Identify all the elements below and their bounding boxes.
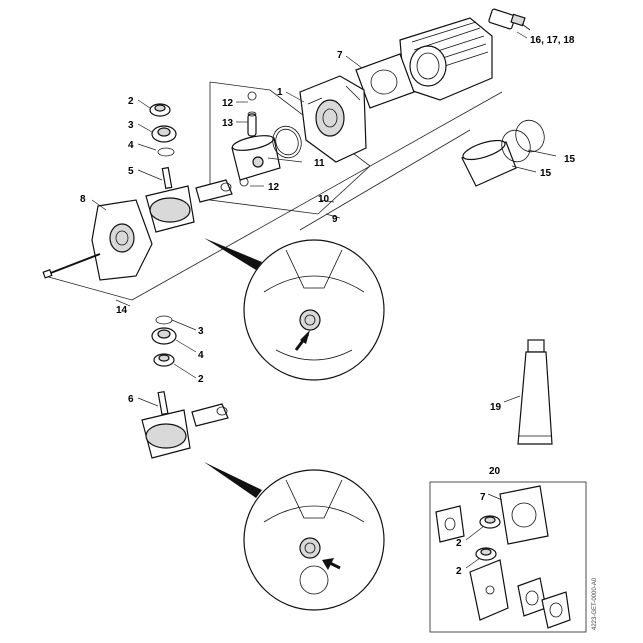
detail-magnifier-top <box>204 238 385 381</box>
drawing-code: 4223-GET-0000-A0 <box>592 577 598 630</box>
label-2-kit-a: 2 <box>456 538 462 549</box>
label-7-kit: 7 <box>480 492 486 503</box>
label-12-bottom: 12 <box>268 182 280 193</box>
label-19: 19 <box>490 402 502 413</box>
cylinder <box>399 17 493 101</box>
label-4-mid: 4 <box>198 350 204 361</box>
crankcase-half <box>91 199 153 281</box>
label-13: 13 <box>222 118 234 129</box>
cylinder-gasket <box>355 53 415 109</box>
label-20: 20 <box>489 466 501 477</box>
label-3-top: 3 <box>128 120 134 131</box>
piston-right <box>461 139 517 187</box>
label-1: 1 <box>277 87 283 98</box>
ring-3-mid <box>155 315 173 325</box>
gasket-set-seal-b <box>475 547 497 561</box>
sealant-tube <box>517 339 553 445</box>
crankshaft-top <box>145 166 233 233</box>
label-7-top: 7 <box>337 50 343 61</box>
part-labels: 16, 17, 18 7 1 2 3 4 5 12 13 11 12 10 9 … <box>80 35 598 630</box>
gasket-set-plate <box>469 559 509 621</box>
label-8: 8 <box>80 194 86 205</box>
seal-2-mid <box>153 353 175 367</box>
label-9: 9 <box>332 214 338 225</box>
label-11: 11 <box>314 158 325 169</box>
gasket-set-small-gasket <box>435 505 465 543</box>
group-frames <box>44 81 503 301</box>
label-2-kit-b: 2 <box>456 566 462 577</box>
label-12-top: 12 <box>222 98 234 109</box>
label-3-mid: 3 <box>198 326 204 337</box>
seal-2-top <box>149 103 171 117</box>
crankshaft-bottom <box>141 390 229 459</box>
label-14: 14 <box>116 305 128 316</box>
bearing-4-mid <box>151 327 177 345</box>
bolt <box>42 253 101 279</box>
pin-clip-top <box>247 91 257 101</box>
gasket-set-cylinder-gasket <box>499 485 549 545</box>
leader-lines <box>91 31 557 569</box>
ring-4-top <box>157 147 175 157</box>
gasket-set-intake-gasket <box>517 577 571 629</box>
label-2-mid: 2 <box>198 374 204 385</box>
bearing-3-top <box>151 125 177 143</box>
gasket-set-seal-a <box>479 515 501 529</box>
piston-rings-right <box>501 119 545 163</box>
piston <box>231 135 281 181</box>
label-15-b: 15 <box>540 168 552 179</box>
label-6: 6 <box>128 394 134 405</box>
spark-plug <box>488 8 531 31</box>
label-5: 5 <box>128 166 134 177</box>
label-10: 10 <box>318 194 330 205</box>
detail-magnifier-bottom <box>204 462 385 611</box>
gasket-set-frame <box>429 481 587 633</box>
piston-ring-left <box>272 125 302 159</box>
label-2-top: 2 <box>128 96 134 107</box>
label-15-a: 15 <box>564 154 576 165</box>
piston-pin <box>247 111 257 137</box>
label-4-top: 4 <box>128 140 134 151</box>
crankcase <box>299 75 367 163</box>
label-16-17-18: 16, 17, 18 <box>530 35 575 46</box>
